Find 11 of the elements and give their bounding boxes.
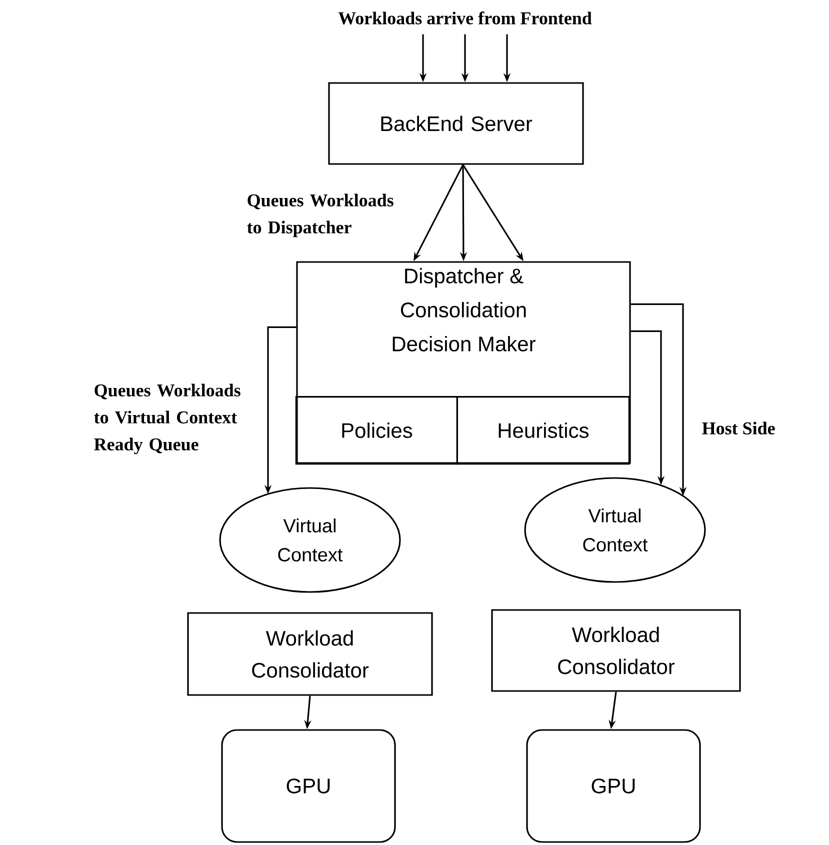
process-box: Workload Consolidator	[491, 609, 741, 692]
heading-text: Workloads arrive from Frontend	[338, 12, 592, 24]
process-box: Workload Consolidator	[187, 612, 433, 696]
process-box: BackEnd Server	[328, 82, 584, 165]
side-label: Host Side	[702, 422, 775, 434]
device-box: GPU	[221, 729, 396, 843]
edge-label: Queues Workloads to Virtual Context Ready Queue	[94, 384, 240, 454]
edge-label: Queues Workloads to Dispatcher	[247, 194, 394, 238]
table-cell: Policies	[295, 396, 458, 465]
table-cell: Heuristics	[456, 396, 630, 465]
device-box: GPU	[526, 729, 701, 843]
